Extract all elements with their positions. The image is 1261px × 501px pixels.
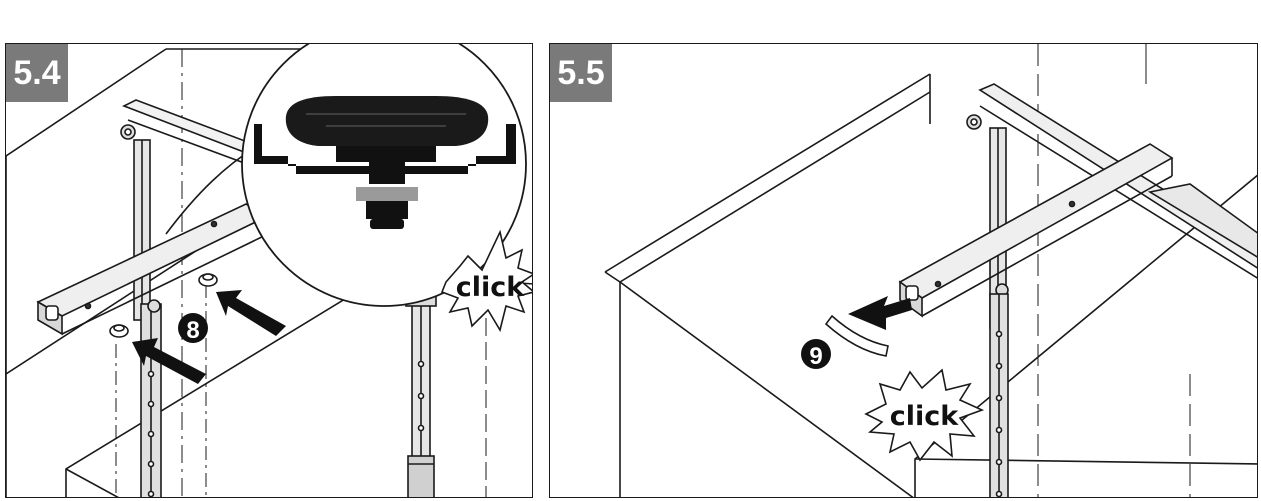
step-5-4-panel: 5.4 (5, 43, 533, 498)
callout-8-number: 8 (186, 317, 199, 344)
callout-9-marker (801, 339, 831, 369)
click-burst (440, 229, 532, 333)
step-number-badge: 5.4 (6, 44, 68, 102)
step-5-5-panel: 5.5 (549, 43, 1258, 498)
click-label: click (456, 272, 526, 303)
magnified-detail-view (165, 44, 527, 307)
click-burst (864, 368, 985, 462)
cabinet-assembly-illustration: 8 click (6, 44, 532, 497)
cabinet-assembly-illustration: 9 click (604, 44, 1257, 497)
click-label: click (890, 401, 960, 432)
step-number-badge: 5.5 (550, 44, 612, 102)
callout-9-number: 9 (809, 343, 822, 370)
callout-8-marker (178, 313, 208, 343)
